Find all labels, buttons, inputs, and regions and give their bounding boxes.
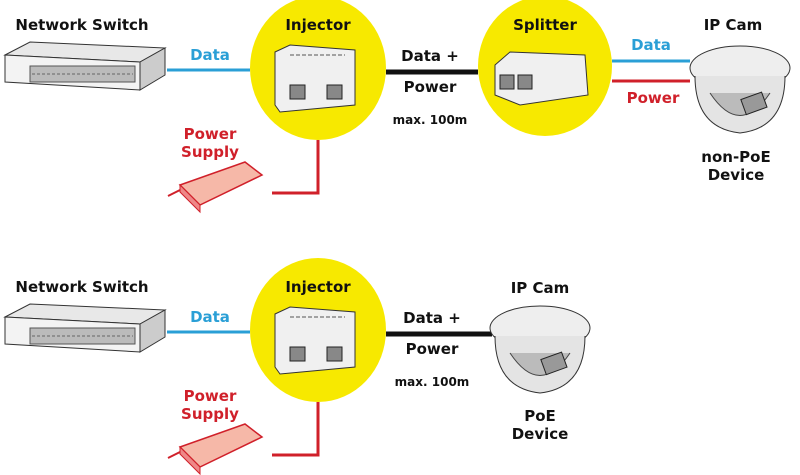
switch-label: Network Switch [15,278,149,296]
data-label: Data [190,308,230,326]
device-type-line-2: Device [707,166,765,184]
combined-label-power: Power [403,78,457,96]
network-switch-icon [4,41,166,91]
power-line [272,140,320,195]
ip-camera-icon [489,305,591,394]
power-supply-icon [167,161,263,213]
ip-camera-icon [689,45,791,134]
device-type-line-1: PoE [524,407,556,425]
power-label: Power [626,89,680,107]
power-supply-line-2: Supply [181,405,239,423]
data-label: Data [190,46,230,64]
switch-label: Network Switch [15,16,149,34]
camera-label: IP Cam [510,279,570,297]
power-supply-line-2: Supply [181,143,239,161]
combined-label: Data + [403,309,461,327]
device-type-line-2: Device [511,425,569,443]
injector-label: Injector [285,16,351,34]
distance-label: max. 100m [394,375,470,389]
power-supply-line-1: Power [183,387,237,405]
combined-label-power: Power [405,340,459,358]
splitter-icon [494,51,589,106]
injector-icon [274,306,356,375]
device-type-line-1: non-PoE [701,148,771,166]
injector-icon [274,44,356,113]
power-supply-line-1: Power [183,125,237,143]
splitter-label: Splitter [513,16,577,34]
camera-label: IP Cam [703,16,763,34]
combined-label: Data + [401,47,459,65]
power-supply-icon [167,423,263,475]
network-switch-icon [4,303,166,353]
power-line [272,402,320,457]
distance-label: max. 100m [392,113,468,127]
data-label: Data [631,36,671,54]
injector-label: Injector [285,278,351,296]
